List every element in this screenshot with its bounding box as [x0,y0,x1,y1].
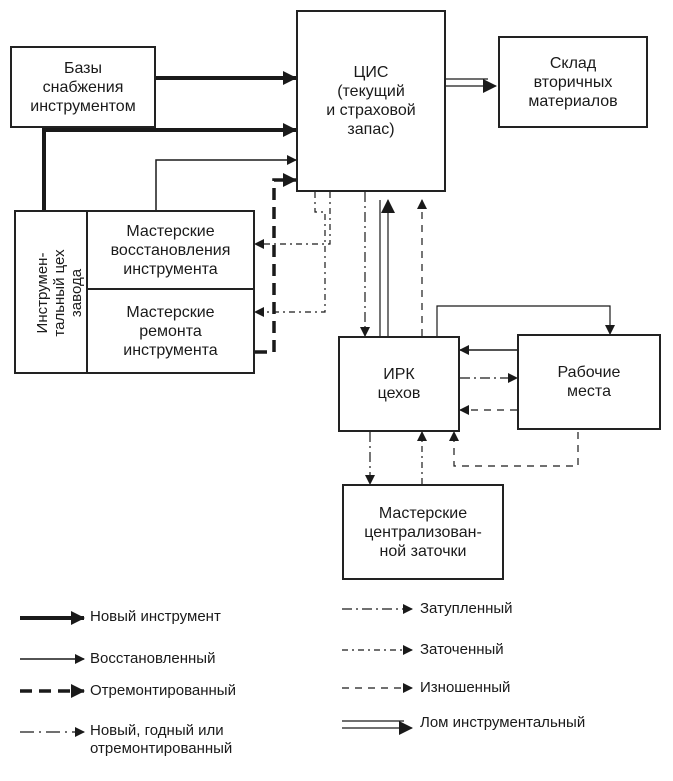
flow-restore-to-cis [155,155,297,210]
node-restore-shops: Мастерские восстановления инструмента [88,212,253,288]
node-warehouse: Склад вторичных материалов [498,36,648,128]
flow-cis-to-repair [254,192,326,317]
flow-cis-to-restore [254,192,331,249]
node-cis-label: ЦИС (текущий и страховой запас) [326,64,416,138]
node-sharpening-label: Мастерские централизован- ной заточки [364,504,482,560]
node-workplaces-label: Рабочие места [557,364,621,400]
node-cis: ЦИС (текущий и страховой запас) [296,10,446,192]
node-irk-label: ИРК цехов [377,366,421,402]
node-supply-label: Базы снабжения инструментом [30,59,136,115]
flow-repair-to-cis [255,173,297,354]
node-tool-shop-label: Инструмен- тальный цех завода [34,249,85,337]
legend-repaired: Отремонтированный [90,682,236,699]
legend-worn: Изношенный [420,679,511,696]
tool-shop-divider-v [86,210,88,374]
flow-toolshop-to-cis [42,123,297,210]
legend-new-tool: Новый инструмент [90,608,221,625]
node-supply: Базы снабжения инструментом [10,46,156,128]
legend-scrap: Лом инструментальный [420,714,586,731]
node-warehouse-label: Склад вторичных материалов [528,54,618,110]
node-workplaces: Рабочие места [517,334,661,430]
node-irk: ИРК цехов [338,336,460,432]
legend-new-good: Новый, годный или отремонтированный [90,722,233,757]
node-repair-shops-label: Мастерские ремонта инструмента [123,303,218,359]
legend-sharpened: Заточенный [420,641,504,658]
tool-shop-divider-h [86,288,255,290]
node-restore-shops-label: Мастерские восстановления инструмента [110,222,231,278]
legend-blunt: Затупленный [420,600,513,617]
legend-restored: Восстановленный [90,650,216,667]
flow-workplaces-to-irk-bottom [449,431,579,467]
node-sharpening: Мастерские централизован- ной заточки [342,484,504,580]
flow-irk-to-workplaces-top [436,305,615,336]
node-repair-shops: Мастерские ремонта инструмента [88,290,253,372]
